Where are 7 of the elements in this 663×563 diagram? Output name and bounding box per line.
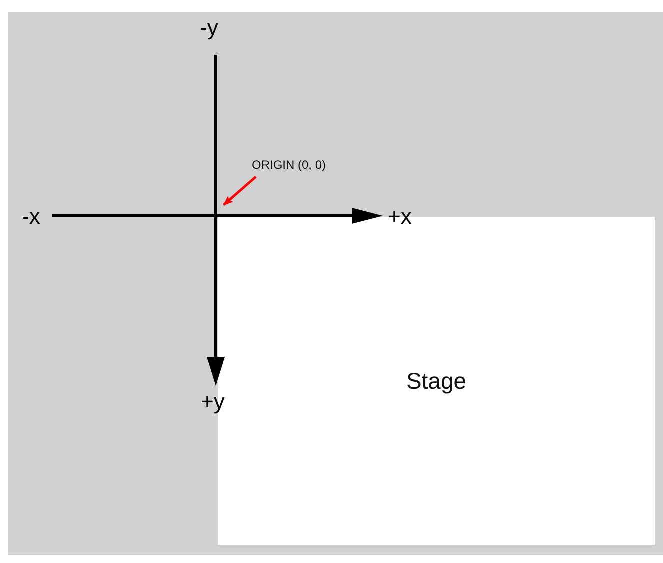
- leader-arrow: [223, 176, 257, 206]
- stage-label: Stage: [406, 368, 467, 394]
- axis-label: +y: [201, 390, 225, 414]
- origin-label: ORIGIN (0, 0): [252, 157, 326, 173]
- axis-label: +x: [388, 205, 412, 229]
- axis-label: -x: [22, 205, 40, 229]
- axis-label: -y: [200, 16, 218, 40]
